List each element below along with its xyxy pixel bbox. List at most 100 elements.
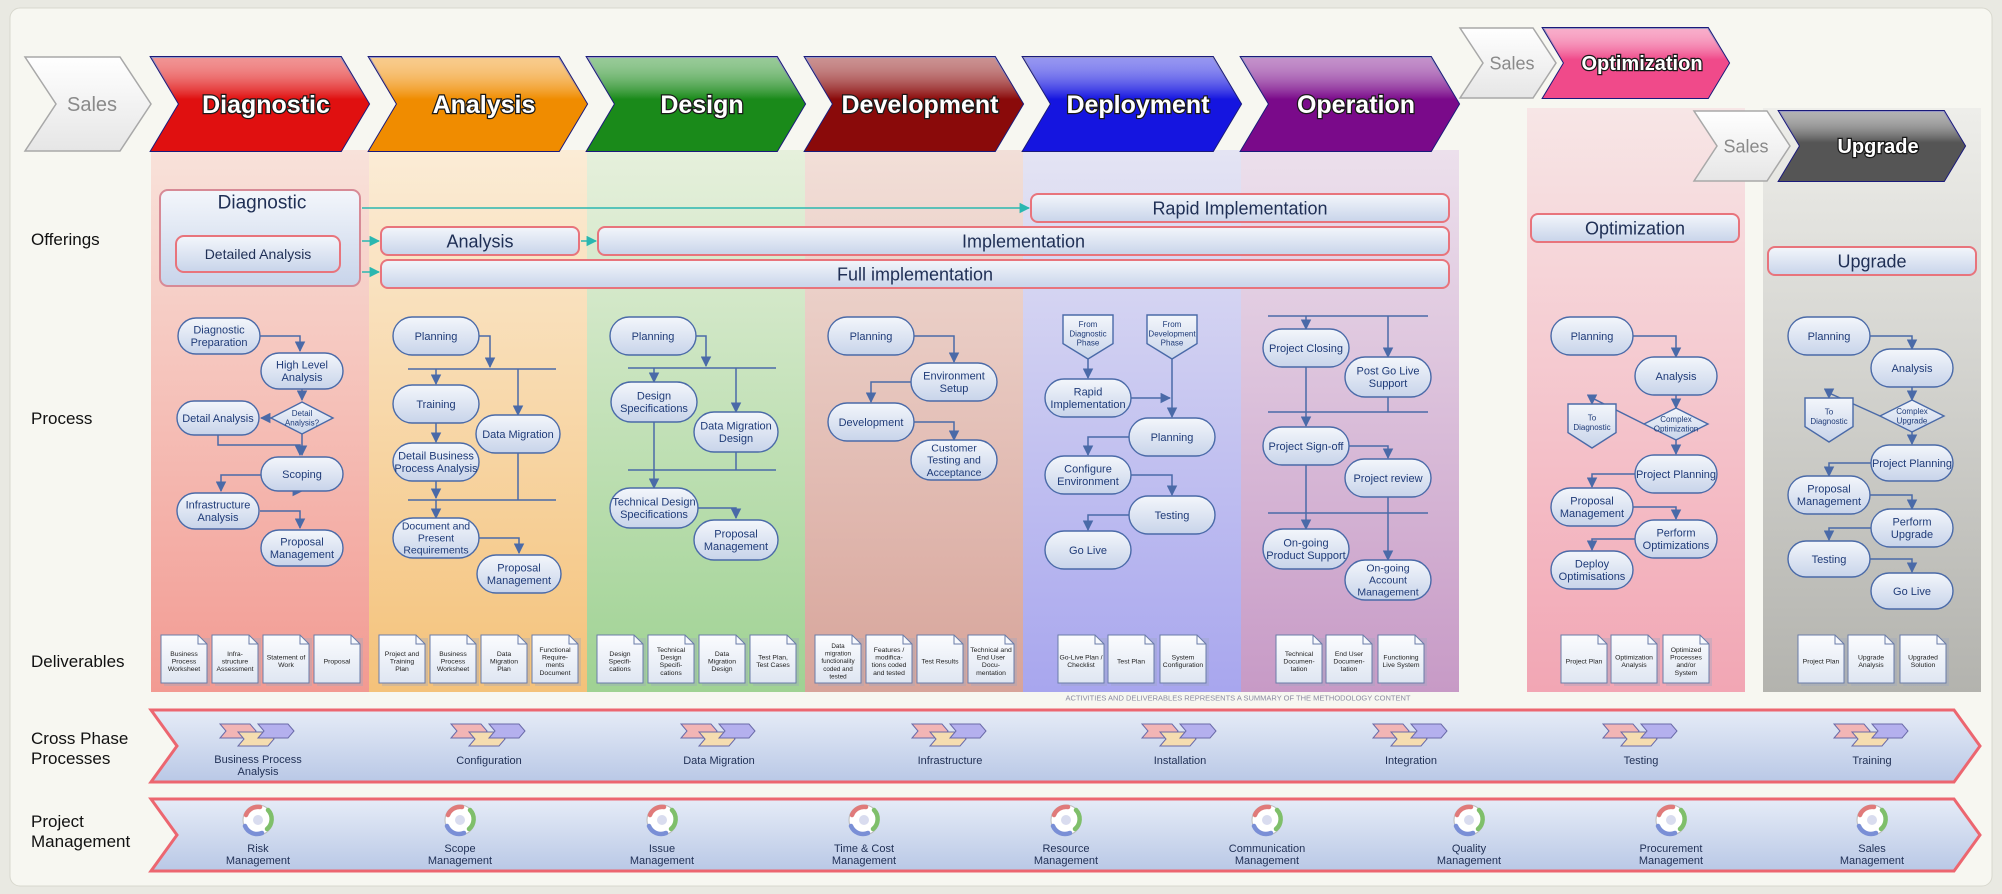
deliverable-optimization-2-label-line: Optimization <box>1615 655 1653 662</box>
node-up-complex-upgrade-label-line: Upgrade <box>1897 416 1928 425</box>
node-dev-planning-label: Planning <box>850 331 893 343</box>
node-opt-complex-optimization-shape <box>1642 407 1710 441</box>
deliverable-operation-2-label-line: End User <box>1335 651 1364 658</box>
node-dev-development: Development <box>827 402 915 442</box>
row-label-project-management-line: Project <box>31 812 84 831</box>
node-opt-analysis: Analysis <box>1634 356 1718 396</box>
deliverable-design-3-label-line: Data <box>715 651 730 658</box>
cross-phase-label-8-line: Training <box>1852 755 1891 767</box>
node-design-proposal-management-label-line: Management <box>704 541 768 553</box>
deliverable-deployment-1-shape <box>1057 634 1105 684</box>
cross-phase-band <box>148 708 1982 784</box>
node-op-project-closing-label: Project Closing <box>1269 343 1343 355</box>
deliverable-diagnostic-3-label-line: Work <box>278 662 294 669</box>
offering-upgrade-label-line: Upgrade <box>1837 251 1906 271</box>
node-dev-planning-shape <box>827 316 915 356</box>
deliverable-optimization-3-label-line: Processes <box>1670 655 1702 662</box>
node-dep-configure-environment-label-line: Configure <box>1064 464 1112 476</box>
cross-phase-label-5-line: Installation <box>1154 755 1207 767</box>
node-analysis-detail-bpa-label-line: Detail Business <box>398 451 474 463</box>
node-dep-from-diagnostic-label-line: Phase <box>1077 339 1100 348</box>
deliverable-analysis-4-shape <box>531 634 579 684</box>
pm-label-7-line: Management <box>1437 855 1501 867</box>
deliverable-operation-3-label-line: Live System <box>1382 662 1419 669</box>
cycle-icon <box>1655 804 1687 837</box>
node-up-go-live: Go Live <box>1870 572 1954 610</box>
deliverable-upgrade-3-label-line: Upgraded <box>1908 655 1938 662</box>
deliverable-design-3-label-line: Migration <box>708 658 736 665</box>
phase-label-upgrade-line: Upgrade <box>1837 136 1918 158</box>
node-op-ongoing-account-management-shape <box>1344 559 1432 601</box>
chevrons-icon <box>1140 723 1217 747</box>
deliverable-operation-1-label-line: Technical <box>1285 651 1314 658</box>
deliverable-upgrade-2-label-line: Analysis <box>1858 662 1884 669</box>
cross-phase-label-6-line: Integration <box>1385 755 1437 767</box>
sales-chevron-optimization-shape <box>1458 27 1557 99</box>
node-analysis-planning-shape <box>392 316 480 356</box>
deliverable-diagnostic-1-label-line: Business <box>170 651 198 658</box>
deliverable-deployment-2-shape <box>1107 634 1155 684</box>
deliverable-development-2-fold <box>902 635 912 645</box>
node-dep-planning-shape <box>1128 417 1216 457</box>
pm-label-3-line: Issue <box>649 843 675 855</box>
node-design-technical-design-label-line: Technical Design <box>612 497 695 509</box>
offering-upgrade-shape <box>1767 246 1977 276</box>
deliverable-design-1-label-line: Design <box>609 651 630 658</box>
node-up-analysis: Analysis <box>1870 348 1954 388</box>
node-dep-testing-label-line: Testing <box>1155 510 1190 522</box>
deliverable-analysis-2-label-line: Process <box>441 658 466 665</box>
node-design-technical-design-label-line: Specifications <box>620 509 688 521</box>
cross-phase-label-2-line: Configuration <box>456 755 521 767</box>
edge-u6 <box>1870 494 1918 511</box>
node-dep-testing-shape <box>1128 495 1216 535</box>
phase-label-development: Development <box>842 91 1000 119</box>
chevron-piece <box>948 723 987 739</box>
deliverable-optimization-3-label-line: Optimized <box>1671 647 1702 654</box>
offering-full-implementation-label-line: Full implementation <box>837 264 993 284</box>
pm-label-1-line: Risk <box>247 843 269 855</box>
deliverable-upgrade-1-label-line: Project Plan <box>1803 658 1840 665</box>
cycle-icon <box>242 804 274 837</box>
node-analysis-training-shape <box>392 384 480 424</box>
node-dev-customer-testing-label-line: Customer <box>931 443 977 455</box>
deliverable-analysis-1-fold <box>415 635 425 645</box>
node-opt-to-diagnostic-label-line: To <box>1588 414 1597 423</box>
deliverable-deployment-3-label-line: System <box>1172 655 1195 662</box>
pm-label-8-line: Management <box>1639 855 1703 867</box>
phase-label-development-line: Development <box>842 91 1000 119</box>
node-dep-planning-label: Planning <box>1151 432 1194 444</box>
node-dep-rapid-implementation-label-line: Implementation <box>1050 399 1125 411</box>
chevrons-icon <box>1371 723 1448 747</box>
node-opt-project-planning-label: Project Planning <box>1636 469 1716 481</box>
phase-label-diagnostic-line: Diagnostic <box>202 91 330 119</box>
node-op-ongoing-account-management-label-line: Account <box>1369 575 1407 587</box>
